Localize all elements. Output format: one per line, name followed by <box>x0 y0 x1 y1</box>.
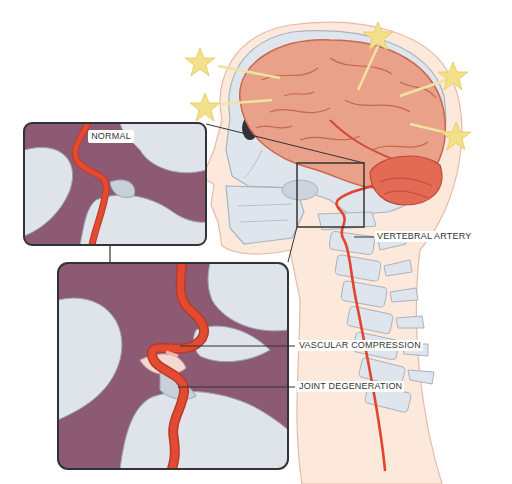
cervical-spine-part <box>346 306 393 335</box>
compression-inset-part <box>58 263 288 469</box>
zoom-lines <box>206 124 364 262</box>
normal-inset-part <box>24 123 206 245</box>
pain-stars-part <box>185 48 215 76</box>
pain-stars-part <box>438 62 468 90</box>
brain-part <box>380 178 432 198</box>
compression-inset-part <box>166 352 178 356</box>
cervical-spine-part <box>378 232 434 384</box>
compression-inset <box>58 263 288 469</box>
zoom-square <box>297 163 364 227</box>
leader-lines-part <box>178 387 295 388</box>
inset-title: NORMAL <box>88 130 134 143</box>
leader-lines-part <box>180 346 295 347</box>
normal-inset <box>24 123 206 245</box>
brain-part <box>370 156 442 205</box>
brain-part <box>330 120 395 160</box>
brain-part <box>256 58 436 150</box>
cervical-spine-part <box>329 231 375 255</box>
cervical-spine-part <box>335 254 382 281</box>
compression-inset-part <box>152 263 204 469</box>
normal-inset-part <box>24 147 73 236</box>
leader-lines-part <box>354 237 374 238</box>
brain <box>240 40 446 205</box>
inset-frame: NORMAL <box>23 122 207 246</box>
inset-connector <box>109 246 110 262</box>
pain-stars <box>185 22 471 150</box>
pain-stars-part <box>190 93 220 121</box>
cervical-spine-part <box>341 280 388 307</box>
normal-inset-part <box>110 180 135 198</box>
part-label: JOINT DEGENERATION <box>297 381 404 392</box>
pain-stars-part <box>363 22 393 50</box>
compression-inset-part <box>208 263 288 331</box>
vertebral-artery-part <box>337 186 385 470</box>
part-label: VASCULAR COMPRESSION <box>297 340 423 351</box>
part-label: VERTEBRAL ARTERY <box>375 231 473 242</box>
pain-stars-part <box>218 46 452 134</box>
compression-inset-part <box>58 298 122 420</box>
skull-part <box>282 180 318 200</box>
compression-inset-part <box>120 391 288 469</box>
vertebral-artery <box>337 186 385 470</box>
compression-inset-part <box>152 263 204 469</box>
skull-part <box>244 150 262 178</box>
inset-frame <box>58 263 288 469</box>
pain-stars-part <box>441 122 471 150</box>
leader-lines <box>178 237 374 387</box>
skull-part <box>238 204 292 222</box>
